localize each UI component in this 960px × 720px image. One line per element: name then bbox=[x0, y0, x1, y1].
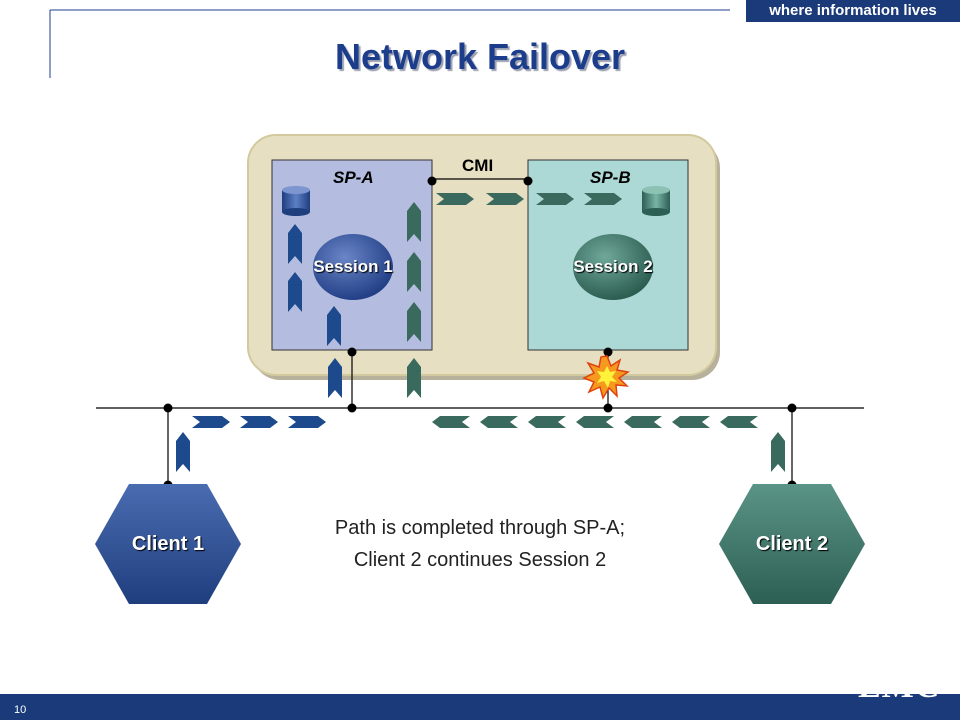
bus-blue-arrow-2 bbox=[240, 416, 278, 428]
bus-green-arrow-4 bbox=[576, 416, 614, 428]
client-2-hexagon bbox=[719, 484, 865, 604]
explosion-core bbox=[597, 366, 617, 388]
bus-green-arrow-6 bbox=[672, 416, 710, 428]
cmi-node-b bbox=[523, 176, 533, 186]
bus-green-arrow-2 bbox=[480, 416, 518, 428]
caption-line-1: Path is completed through SP-A; bbox=[334, 517, 626, 539]
client-2-up-arrow bbox=[771, 432, 785, 472]
page-number: 10 bbox=[14, 704, 27, 716]
bus-green-arrow-3 bbox=[528, 416, 566, 428]
cmi-arrow-2 bbox=[486, 193, 524, 205]
client-1-hexagon bbox=[95, 484, 241, 604]
cmi-arrow-3 bbox=[536, 193, 574, 205]
session-1-label: Session 1 bbox=[313, 257, 393, 276]
emc-logo: EMC2 bbox=[858, 668, 949, 706]
cmi-arrow-4 bbox=[584, 193, 622, 205]
tagline: where information lives bbox=[746, 0, 960, 22]
bus-green-arrow-1 bbox=[432, 416, 470, 428]
sp-a-green-up-arrow-2 bbox=[407, 252, 421, 292]
session-2-label: Session 2 bbox=[573, 257, 653, 276]
bus-to-sp-a-green-arrow bbox=[407, 358, 421, 398]
sp-a-blue-up-arrow-2 bbox=[288, 272, 302, 312]
sp-a-green-up-arrow-1 bbox=[407, 202, 421, 242]
logo-text: EMC bbox=[858, 668, 941, 705]
bus-to-sp-a-blue-arrow bbox=[328, 358, 342, 398]
caption-line-2: Client 2 continues Session 2 bbox=[353, 549, 607, 571]
diagram-caption: Path is completed through SP-A; Client 2… bbox=[280, 512, 680, 576]
page-title: Network Failover bbox=[334, 36, 626, 77]
sp-a-blue-up-arrow-3 bbox=[327, 306, 341, 346]
cmi-node-a bbox=[427, 176, 437, 186]
sp-b-port bbox=[603, 347, 613, 357]
sp-a-blue-up-arrow-1 bbox=[288, 224, 302, 264]
sp-a-port bbox=[347, 347, 357, 357]
client-1-up-arrow bbox=[176, 432, 190, 472]
sp-a-green-up-arrow-3 bbox=[407, 302, 421, 342]
sp-a-label: SP-A bbox=[333, 168, 374, 187]
sp-b-disk-icon bbox=[642, 186, 670, 216]
bus-green-arrow-5 bbox=[624, 416, 662, 428]
session-2-oval bbox=[573, 234, 653, 300]
logo-superscript: 2 bbox=[940, 670, 950, 687]
data-flow-arrows bbox=[176, 193, 785, 472]
sp-a-disk-icon bbox=[282, 186, 310, 216]
bus-blue-arrow-3 bbox=[288, 416, 326, 428]
bus-green-arrow-7 bbox=[720, 416, 758, 428]
cmi-arrow-1 bbox=[436, 193, 474, 205]
cmi-label: CMI bbox=[462, 156, 494, 175]
sp-b-label: SP-B bbox=[590, 168, 631, 187]
session-1-oval bbox=[313, 234, 393, 300]
client-1-label: Client 1 bbox=[131, 533, 205, 555]
bus-blue-arrow-1 bbox=[192, 416, 230, 428]
footer-bar bbox=[0, 694, 960, 720]
client-2-label: Client 2 bbox=[755, 533, 829, 555]
